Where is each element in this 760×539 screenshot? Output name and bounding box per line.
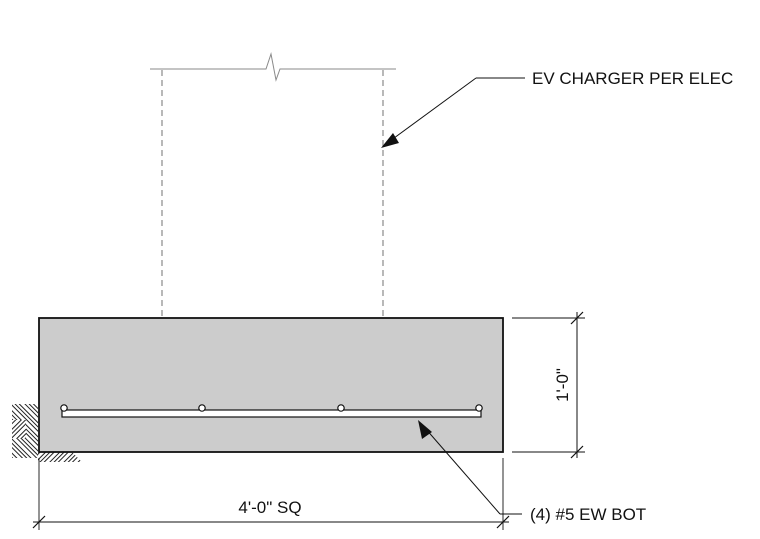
- depth-dimension: [512, 311, 585, 459]
- rebar: [60, 404, 483, 418]
- concrete-footing: [38, 317, 504, 453]
- ev-charger-leader: [381, 77, 525, 148]
- rebar-leader: [418, 420, 522, 515]
- depth-dimension-label: 1'-0": [553, 368, 572, 402]
- rebar-dot-1: [60, 404, 68, 412]
- width-dimension-label: 4'-0" SQ: [238, 498, 301, 517]
- rebar-dot-3: [337, 404, 345, 412]
- ev-charger-label: EV CHARGER PER ELEC: [532, 69, 733, 88]
- width-dimension: [32, 458, 510, 530]
- break-line: [150, 52, 396, 82]
- rebar-dot-4: [475, 404, 483, 412]
- ev-charger-outline: [150, 52, 396, 318]
- rebar-dot-2: [198, 404, 206, 412]
- soil-hatch: [12, 404, 82, 462]
- rebar-label: (4) #5 EW BOT: [530, 505, 646, 524]
